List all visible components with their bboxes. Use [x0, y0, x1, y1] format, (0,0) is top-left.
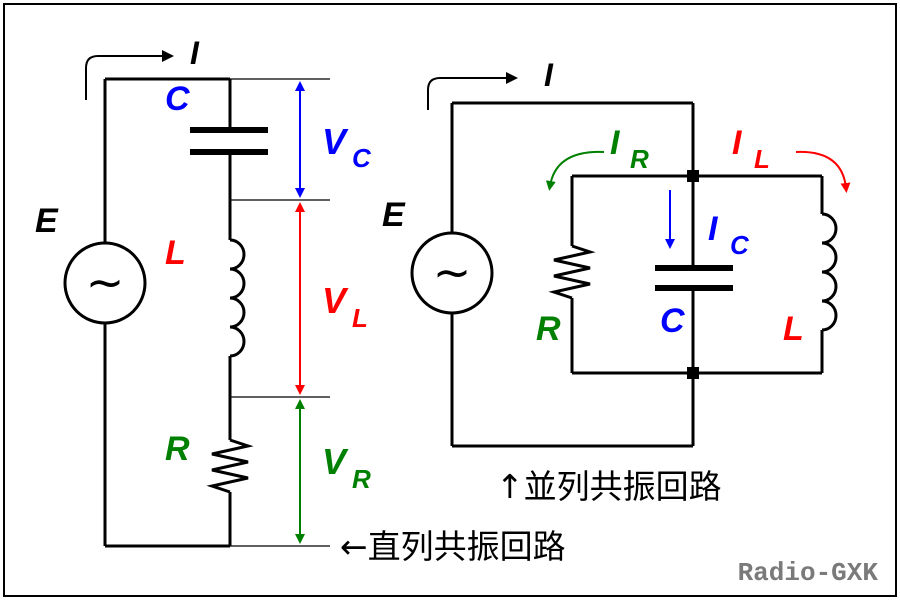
- series-source-circle: [63, 241, 147, 325]
- current-l-arrow: [795, 150, 851, 193]
- voltage-l-main: V: [322, 280, 349, 321]
- current-c-main: I: [708, 210, 719, 248]
- voltage-r-main: V: [322, 441, 349, 482]
- series-source: ~: [63, 241, 147, 325]
- series-inductor-label: L: [165, 234, 186, 272]
- series-source-label: E: [35, 202, 59, 240]
- series-source-symbol: ~: [86, 255, 125, 309]
- voltage-r-sub: R: [352, 464, 371, 494]
- current-l-sub: L: [754, 144, 770, 174]
- series-capacitor-label: C: [165, 80, 190, 118]
- parallel-resistor-zigzag: [548, 244, 596, 300]
- current-r-arrow: [545, 150, 605, 191]
- series-current-arrow: [85, 50, 174, 100]
- current-l-label: I L: [732, 124, 770, 174]
- parallel-inductor-coil: [821, 212, 838, 332]
- parallel-current-label: I: [544, 57, 554, 93]
- current-c-sub: C: [730, 230, 750, 260]
- series-resistor-label: R: [165, 430, 190, 468]
- voltage-c-main: V: [322, 121, 349, 162]
- series-inductor-coil: [229, 238, 246, 358]
- parallel-resistor-label: R: [536, 310, 561, 348]
- current-l-main: I: [732, 124, 743, 162]
- voltage-c-sub: C: [352, 143, 372, 173]
- junction-top: [687, 170, 699, 182]
- voltage-l-sub: L: [352, 303, 368, 333]
- voltage-l-label: V L: [322, 280, 368, 333]
- series-circuit: [103, 77, 268, 548]
- voltage-r-label: V R: [322, 441, 371, 494]
- current-c-label: I C: [708, 210, 750, 260]
- current-r-label: I R: [610, 124, 649, 174]
- series-resistor-zigzag: [206, 438, 254, 494]
- parallel-capacitor-label: C: [660, 302, 685, 340]
- series-current-label: I: [190, 35, 200, 71]
- series-reference-lines: [230, 78, 330, 547]
- parallel-source: ~: [410, 231, 494, 315]
- current-r-sub: R: [630, 144, 649, 174]
- parallel-inductor-label: L: [783, 310, 804, 348]
- current-r-main: I: [610, 124, 621, 162]
- parallel-current-arrow: [427, 72, 518, 110]
- parallel-source-symbol: ~: [433, 245, 472, 299]
- parallel-caption: ↑並列共振回路: [496, 467, 722, 506]
- parallel-source-circle: [410, 231, 494, 315]
- voltage-c-label: V C: [322, 121, 372, 173]
- image-frame: [3, 3, 897, 597]
- series-caption: ←直列共振回路: [340, 527, 566, 566]
- parallel-circuit: [450, 101, 838, 448]
- parallel-source-label: E: [382, 196, 406, 234]
- watermark: Radio-GXK: [738, 558, 879, 588]
- junction-bottom: [687, 367, 699, 379]
